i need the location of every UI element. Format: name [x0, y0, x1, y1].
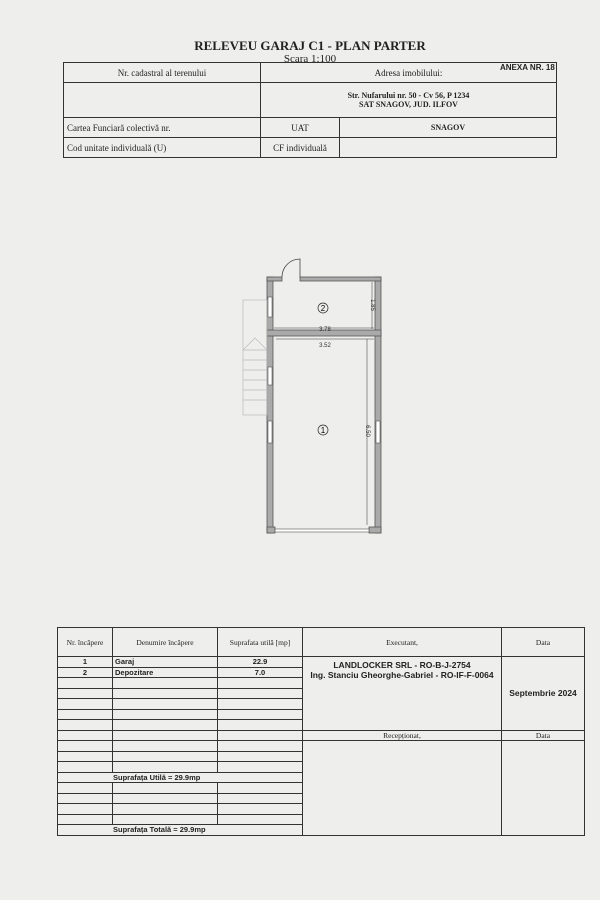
dim-height-room1: 6.50: [364, 425, 370, 437]
total-area: Suprafața Totală = 29.9mp: [57, 824, 303, 836]
room-name: Depozitare: [112, 666, 218, 678]
dim-width-room2: 3.78: [319, 327, 331, 333]
wall-right: [374, 276, 382, 534]
cf-individual-label: CF individuală: [260, 137, 340, 158]
wall-bottom-right: [368, 526, 382, 534]
room-nr: 1: [57, 656, 113, 668]
receptionat-date-label: Data: [501, 729, 585, 741]
receptionat-label: Recepționat,: [302, 729, 502, 741]
uat-label: UAT: [260, 117, 340, 138]
executant-engineer: Ing. Stanciu Gheorghe-Gabriel - RO-IF-F-…: [310, 670, 494, 680]
dim-height-room2: 1.85: [369, 299, 375, 311]
cadastral-value: [63, 82, 261, 118]
uat-value: SNAGOV: [339, 117, 557, 138]
cadastral-label: Nr. cadastral al terenului: [63, 62, 261, 83]
room-nr: 2: [57, 666, 113, 678]
room-number-1: 1: [321, 426, 326, 435]
door-icon: [281, 258, 301, 278]
col-name-header: Denumire încăpere: [112, 627, 218, 657]
cf-individual-value: [339, 137, 557, 158]
stairs-icon: [242, 299, 268, 416]
rooms-table: Nr. încăpere Denumire încăpere Suprafata…: [57, 627, 585, 836]
executant-date-label: Data: [501, 627, 585, 657]
executant-date: Septembrie 2024: [501, 656, 585, 731]
address-label: Adresa imobilului:: [260, 62, 557, 83]
unit-code-label: Cod unitate individuală (U): [63, 137, 261, 158]
dim-width-room1: 3.52: [319, 343, 331, 349]
executant-label: Executant,: [302, 627, 502, 657]
executant-company: LANDLOCKER SRL - RO-B-J-2754: [333, 660, 471, 670]
col-nr-header: Nr. încăpere: [57, 627, 113, 657]
wall-top-right: [299, 276, 382, 282]
address-line1: Str. Nufarului nr. 50 - Cv 56, P 1234: [347, 91, 470, 100]
address-line2: SAT SNAGOV, JUD. ILFOV: [359, 100, 458, 109]
garage-door: [274, 528, 370, 533]
cf-collective-label: Cartea Funciară colectivă nr.: [63, 117, 261, 138]
room-area: 7.0: [217, 666, 303, 678]
floor-plan: 3.78 3.52 1.85 6.50 2 1: [242, 258, 382, 534]
room-number-2: 2: [321, 304, 326, 313]
room-name: Garaj: [112, 656, 218, 668]
header-table: Nr. cadastral al terenului Adresa imobil…: [63, 62, 557, 158]
wall-top-left: [266, 276, 283, 282]
useful-area-total: Suprafața Utilă = 29.9mp: [57, 771, 303, 783]
col-area-header: Suprafata utilă [mp]: [217, 627, 303, 657]
room-area: 22.9: [217, 656, 303, 668]
document-title: RELEVEU GARAJ C1 - PLAN PARTER: [194, 38, 426, 53]
wall-bottom-left: [266, 526, 276, 534]
